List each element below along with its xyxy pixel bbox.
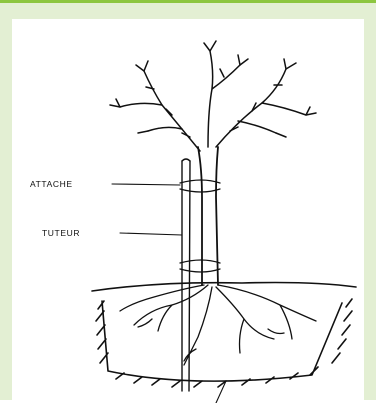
label-attache: ATTACHE: [30, 179, 73, 189]
tree-planting-diagram: ATTACHE TUTEUR: [12, 19, 364, 403]
tree-roots: [120, 285, 316, 365]
tree-branches: [110, 41, 316, 151]
planting-pit: [92, 283, 356, 388]
tree-trunk: [198, 147, 218, 285]
label-tuteur: TUTEUR: [42, 228, 80, 238]
stake-ties: [180, 180, 220, 272]
illustration-panel: ATTACHE TUTEUR: [12, 19, 364, 403]
stake: [182, 159, 190, 391]
